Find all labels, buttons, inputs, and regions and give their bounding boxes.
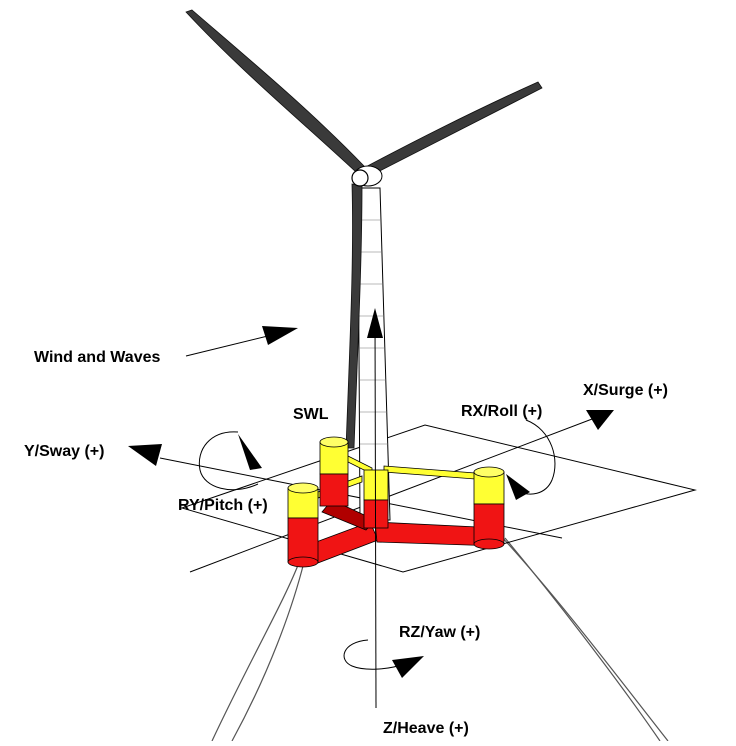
yaw-rotation-arc	[343, 639, 405, 670]
label-swl: SWL	[293, 406, 329, 423]
column-left	[287, 482, 319, 568]
pitch-rotation-arc	[198, 431, 259, 491]
roll-rotation-arc	[515, 419, 556, 495]
surge-axis-line	[189, 415, 601, 573]
heave-arrow-icon	[367, 308, 383, 338]
hub	[351, 165, 383, 187]
blade-down	[345, 183, 363, 449]
heave-axis-line	[374, 317, 377, 709]
column-center	[363, 469, 389, 529]
blade-right	[359, 81, 543, 179]
label-wind-waves: Wind and Waves	[34, 349, 160, 366]
column-right	[473, 466, 505, 550]
tower	[357, 187, 391, 521]
pontoon-back	[321, 499, 376, 531]
rotor-blades	[185, 9, 543, 449]
mooring-line-left-inner	[231, 561, 305, 742]
label-heave: Z/Heave (+)	[383, 720, 469, 737]
wind-waves-arrow-icon	[262, 326, 298, 345]
surge-arrow-icon	[586, 410, 614, 430]
label-roll: RX/Roll (+)	[461, 403, 542, 420]
label-yaw: RZ/Yaw (+)	[399, 624, 480, 641]
mooring-lines	[211, 534, 669, 742]
yaw-rotation-arrow-icon	[392, 656, 424, 678]
sway-arrow-icon	[128, 444, 162, 466]
floating-platform	[287, 436, 505, 568]
label-pitch: RY/Pitch (+)	[178, 497, 268, 514]
mooring-line-right-inner	[504, 537, 661, 742]
wind-waves-arrow-line	[185, 332, 281, 357]
column-back	[319, 436, 349, 507]
label-surge: X/Surge (+)	[583, 382, 668, 399]
label-sway: Y/Sway (+)	[24, 443, 104, 460]
pitch-rotation-arrow-icon	[238, 434, 262, 470]
blade-top-left	[185, 9, 365, 173]
roll-rotation-arrow-icon	[506, 474, 530, 500]
mooring-line-left-outer	[211, 559, 301, 742]
